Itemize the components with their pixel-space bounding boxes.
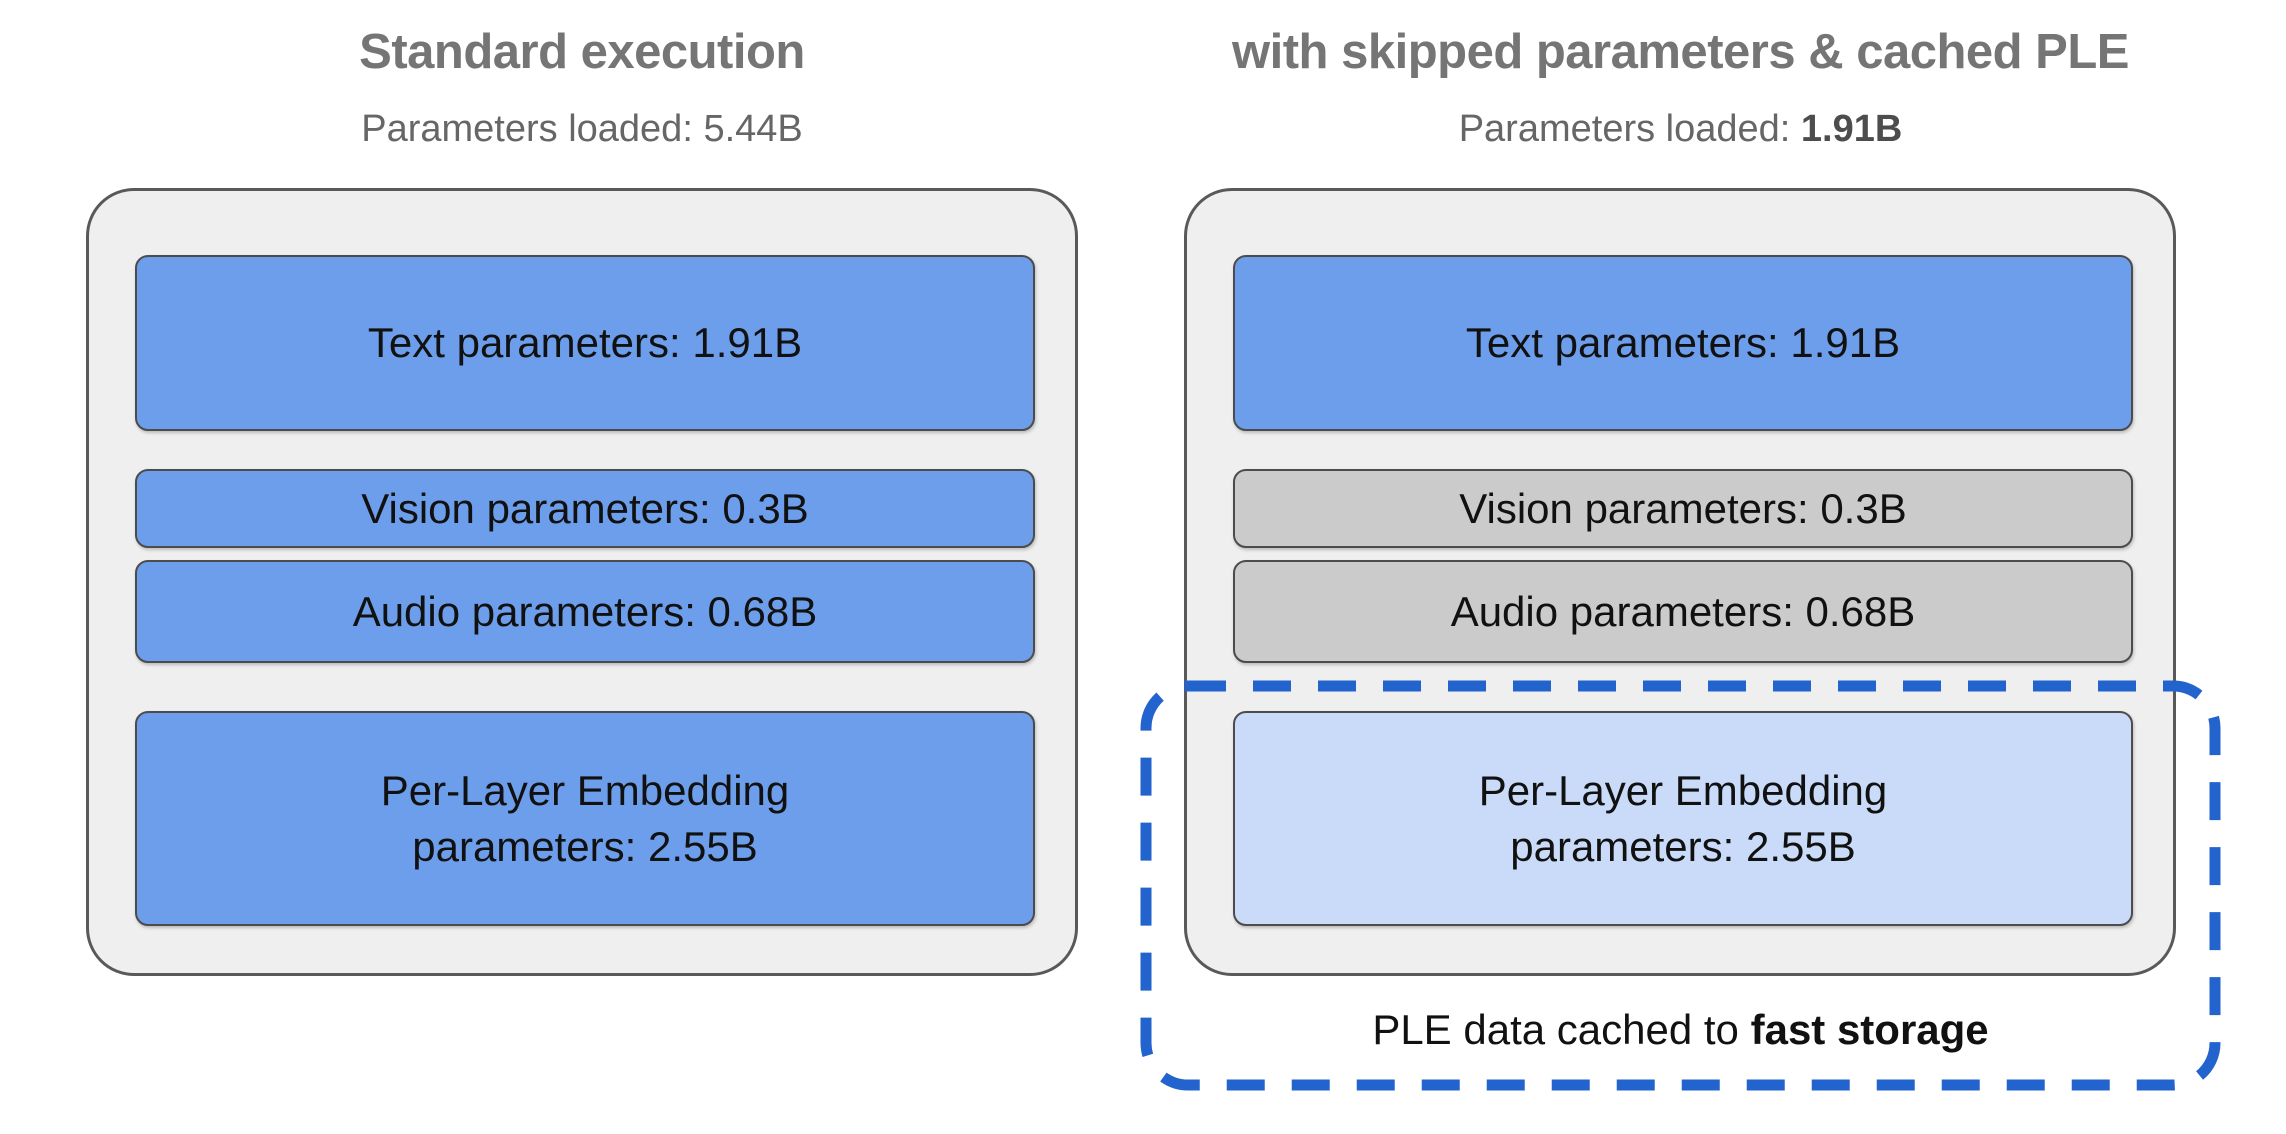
parameters-container-standard: Text parameters: 1.91B Vision parameters… bbox=[86, 188, 1078, 976]
param-box-label: Vision parameters: 0.3B bbox=[1459, 484, 1907, 532]
panel-title-standard: Standard execution bbox=[359, 25, 805, 79]
subtitle-value: 1.91B bbox=[1800, 108, 1903, 150]
subtitle-value: 5.44B bbox=[703, 108, 803, 150]
param-box-label: Per-Layer Embedding bbox=[380, 767, 790, 815]
param-box-audio: Audio parameters: 0.68B bbox=[135, 560, 1035, 663]
param-box-text: Text parameters: 1.91B bbox=[135, 255, 1035, 431]
param-box-vision: Vision parameters: 0.3B bbox=[135, 469, 1035, 548]
param-box-label: Vision parameters: 0.3B bbox=[361, 484, 809, 532]
param-box-ple-cached: Per-Layer Embedding parameters: 2.55B bbox=[1233, 711, 2133, 926]
param-box-vision-skipped: Vision parameters: 0.3B bbox=[1233, 469, 2133, 548]
param-box-ple: Per-Layer Embedding parameters: 2.55B bbox=[135, 711, 1035, 926]
param-box-label: Text parameters: 1.91B bbox=[1465, 319, 1901, 367]
param-box-audio-skipped: Audio parameters: 0.68B bbox=[1233, 560, 2133, 663]
param-box-label: Text parameters: 1.91B bbox=[367, 319, 803, 367]
param-box-label: Audio parameters: 0.68B bbox=[352, 587, 818, 635]
param-box-label: Audio parameters: 0.68B bbox=[1450, 587, 1916, 635]
panel-subtitle-standard: Parameters loaded: 5.44B bbox=[86, 108, 1078, 151]
param-box-text: Text parameters: 1.91B bbox=[1233, 255, 2133, 431]
param-box-label: parameters: 2.55B bbox=[1510, 822, 1856, 870]
callout-prefix: PLE data cached to bbox=[1372, 1006, 1751, 1053]
param-box-label: Per-Layer Embedding bbox=[1478, 767, 1888, 815]
parameters-container-cached: Text parameters: 1.91B Vision parameters… bbox=[1184, 188, 2176, 976]
panel-title-cached: with skipped parameters & cached PLE bbox=[1232, 25, 2129, 79]
param-box-label: parameters: 2.55B bbox=[412, 822, 758, 870]
callout-emphasis: fast storage bbox=[1750, 1006, 1989, 1053]
subtitle-prefix: Parameters loaded: bbox=[1458, 108, 1801, 150]
panel-subtitle-cached: Parameters loaded: 1.91B bbox=[1139, 108, 2222, 151]
subtitle-prefix: Parameters loaded: bbox=[361, 108, 704, 150]
ple-cache-callout: PLE data cached to fast storage bbox=[1139, 1006, 2222, 1054]
